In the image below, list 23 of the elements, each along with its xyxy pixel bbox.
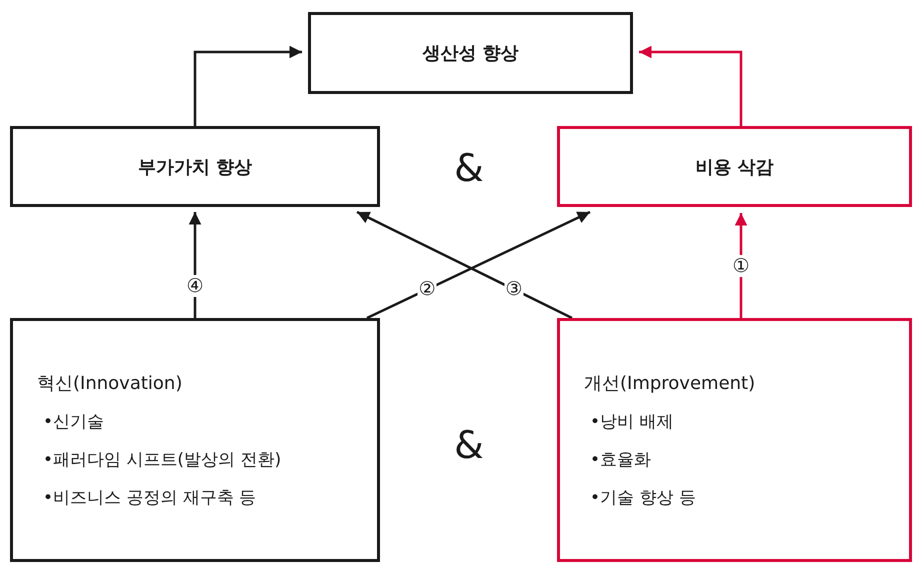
process-box: [308, 12, 633, 94]
arrow: [188, 212, 202, 318]
bullet-item: •효율화: [589, 449, 652, 472]
bullet-item: •신기술: [42, 411, 106, 434]
box-label: 비용 삭감: [695, 156, 774, 178]
bullet-item: •패러다임 시프트(발상의 전환): [42, 449, 282, 472]
arrow: [639, 46, 742, 126]
content-box: [10, 318, 380, 562]
bullet-item: •낭비 배제: [589, 411, 674, 434]
process-box: [557, 126, 912, 207]
content-box: [557, 318, 912, 562]
bullet-item: •비즈니스 공정의 재구축 등: [42, 487, 258, 510]
box-label: 생산성 향상: [422, 42, 519, 65]
edge-label: ④: [185, 275, 205, 298]
box-label: 부가가치 향상: [138, 156, 252, 178]
arrow: [194, 46, 302, 126]
box-heading: 혁신(Innovation): [37, 372, 184, 396]
box-heading: 개선(Improvement): [584, 372, 756, 396]
bullet-item: •기술 향상 등: [589, 487, 697, 510]
edge-label: ①: [731, 254, 751, 276]
ampersand-label: &: [454, 146, 484, 190]
process-box: [10, 126, 380, 207]
ampersand-label: &: [454, 423, 484, 467]
